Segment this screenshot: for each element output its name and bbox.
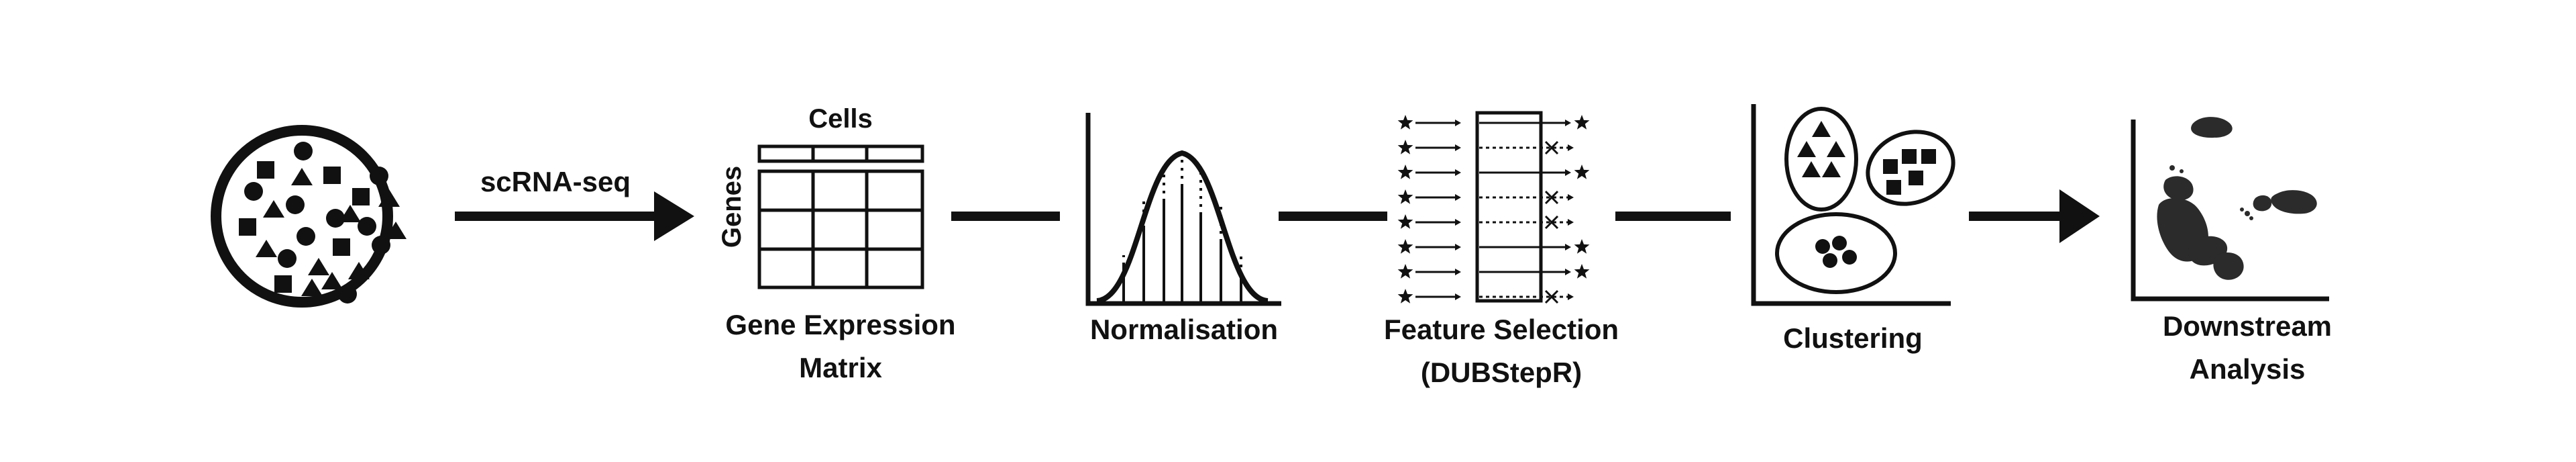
gem-label-line1: Gene Expression (725, 309, 955, 340)
rejected-cross-icon (1544, 140, 1559, 155)
selected-star-icon (1574, 264, 1590, 279)
umap-clusters (2157, 117, 2317, 280)
feature-row-rejected (1397, 189, 1574, 205)
feature-row-rejected (1397, 289, 1574, 304)
selected-star-icon (1574, 115, 1590, 130)
gene-star-icon (1397, 189, 1413, 204)
scrna-seq-label: scRNA-seq (480, 166, 631, 197)
feature-row-selected (1397, 264, 1590, 279)
downstream-label-line1: Downstream (2163, 310, 2332, 342)
matrix-grid (757, 169, 924, 289)
selected-star-icon (1574, 165, 1590, 179)
gene-expression-matrix: Cells Genes (717, 104, 924, 289)
rejected-cross-icon (1544, 289, 1559, 304)
feature-row-rejected (1397, 140, 1574, 155)
feature-selection-label-line1: Feature Selection (1384, 314, 1619, 345)
cells-header-bar (757, 144, 924, 163)
feature-selection-diagram (1397, 111, 1590, 304)
cluster-squares (1866, 130, 1955, 206)
cluster-triangles (1784, 107, 1858, 212)
distribution-dotted (1122, 158, 1242, 275)
rejected-cross-icon (1544, 190, 1559, 205)
rejected-cross-icon (1544, 215, 1559, 230)
gene-star-icon (1397, 239, 1413, 254)
feature-rows (1397, 115, 1590, 304)
downstream-arrow (1969, 189, 2100, 243)
gem-label-line2: Matrix (799, 352, 882, 383)
genes-label: Genes (717, 166, 747, 248)
cluster-circles (1775, 212, 1897, 294)
clustering-plot (1751, 104, 1955, 306)
distribution-bars (1122, 187, 1242, 302)
feature-row-rejected (1397, 214, 1574, 230)
gene-star-icon (1397, 140, 1413, 154)
clustering-label: Clustering (1783, 322, 1923, 354)
feature-selection-label-line2: (DUBStepR) (1421, 357, 1582, 388)
gene-star-icon (1397, 264, 1413, 279)
gene-star-icon (1397, 289, 1413, 304)
cells-label: Cells (808, 104, 873, 134)
gene-star-icon (1397, 165, 1413, 179)
bell-curve (1096, 150, 1269, 304)
umap-plot (2131, 117, 2329, 302)
downstream-label-line2: Analysis (2190, 353, 2306, 385)
cell-sample-dish (211, 125, 407, 308)
gene-star-icon (1397, 214, 1413, 229)
gene-star-icon (1397, 115, 1413, 130)
selection-box (1475, 111, 1543, 303)
scrna-seq-arrow (455, 191, 694, 241)
cell-shapes (239, 142, 407, 304)
selected-star-icon (1574, 239, 1590, 254)
normalisation-label: Normalisation (1090, 314, 1278, 345)
feature-row-selected (1397, 239, 1590, 254)
feature-row-selected (1397, 115, 1590, 130)
normalisation-plot (1085, 113, 1281, 306)
feature-row-selected (1397, 165, 1590, 179)
